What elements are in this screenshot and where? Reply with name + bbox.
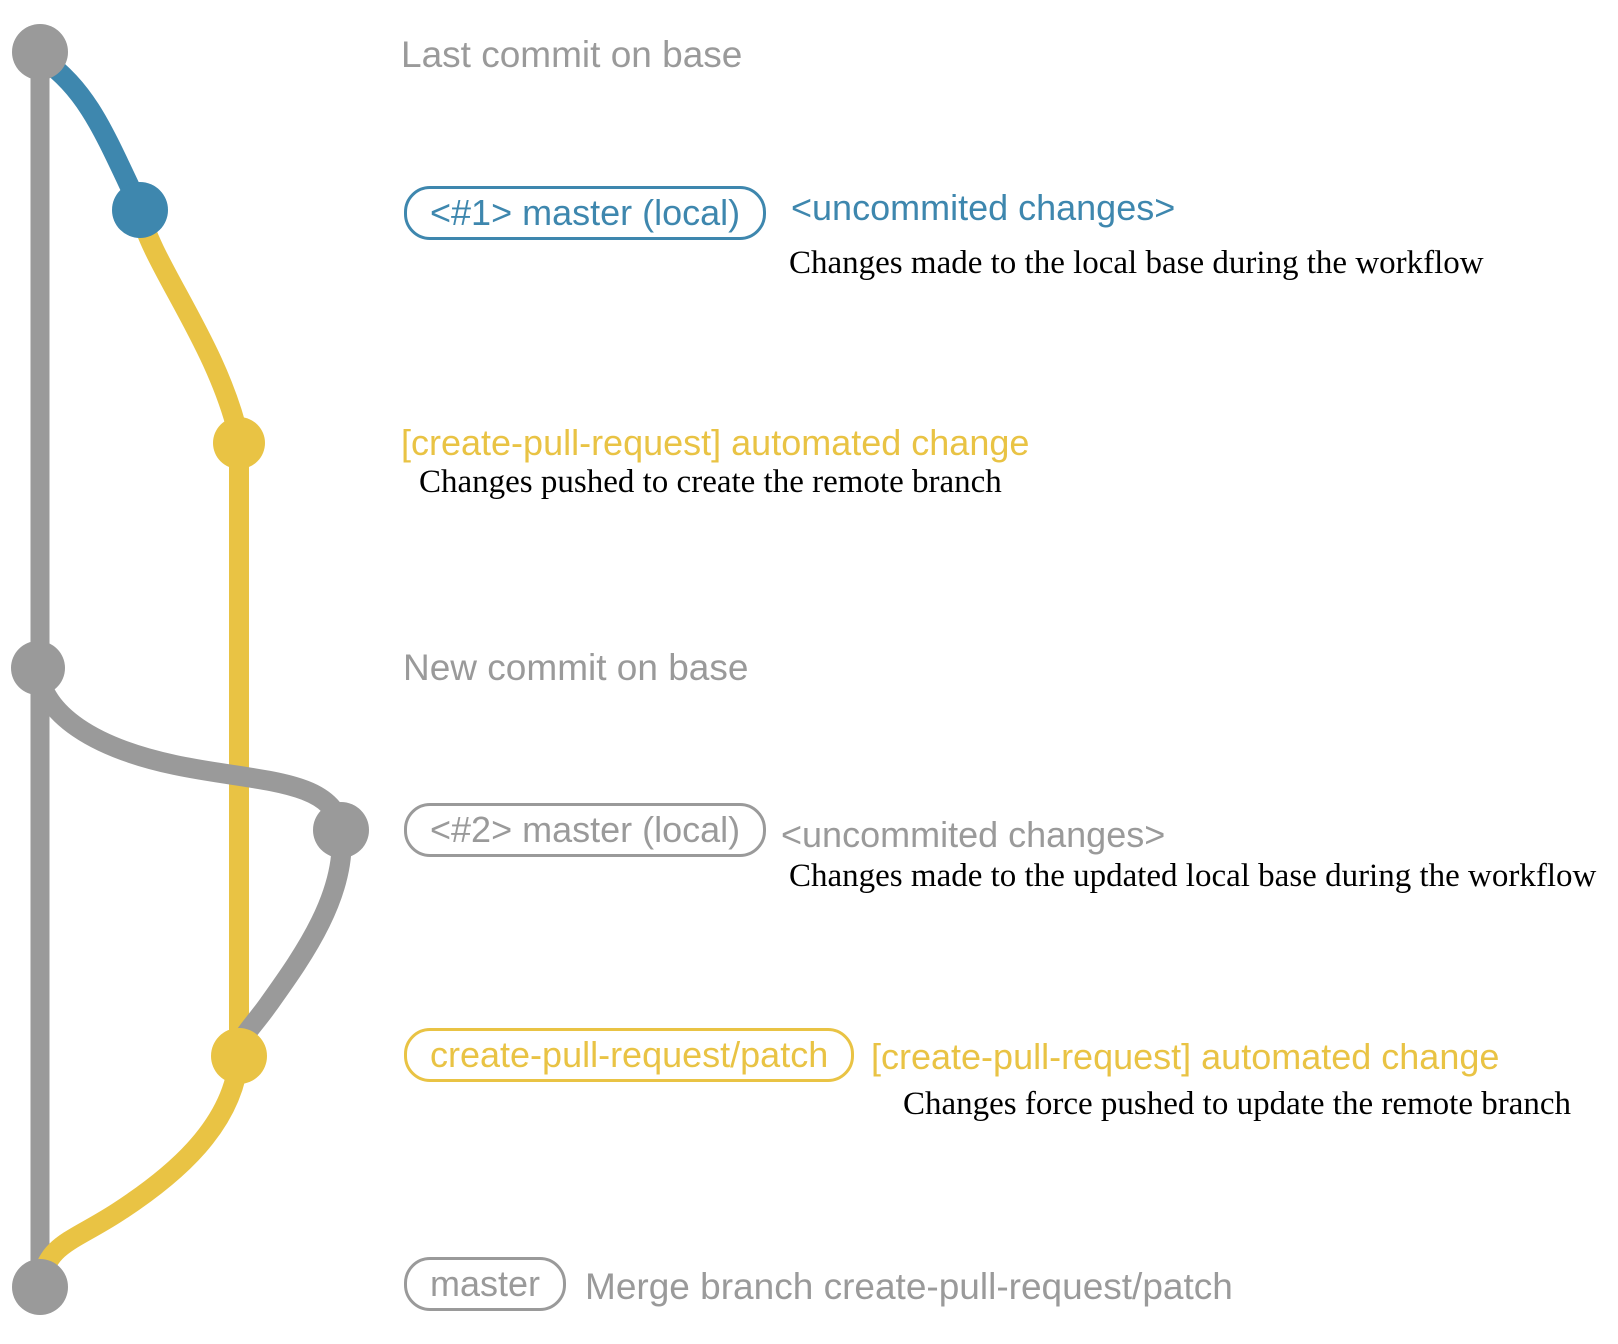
commit-dot-uncommitted-1 xyxy=(112,182,168,238)
new-commit-label: New commit on base xyxy=(403,647,749,688)
base-update-branch-curve xyxy=(28,666,351,831)
commit-dot-automated-2 xyxy=(211,1028,267,1084)
last-commit-label: Last commit on base xyxy=(401,34,743,75)
automated-change-1-label: [create-pull-request] automated change xyxy=(401,422,1030,463)
automated-change-1-desc: Changes pushed to create the remote bran… xyxy=(419,464,1002,500)
commit-dot-automated-1 xyxy=(213,417,265,469)
badge-master-local-1: <#1> master (local) xyxy=(404,186,767,240)
badge-master: master xyxy=(404,1257,567,1311)
commit-dot-uncommitted-2 xyxy=(313,802,369,858)
uncommitted-changes-1-desc: Changes made to the local base during th… xyxy=(789,245,1484,281)
commit-graph xyxy=(11,24,369,1315)
automated-change-2-label: [create-pull-request] automated change xyxy=(871,1036,1500,1077)
uncommitted-changes-2-desc: Changes made to the updated local base d… xyxy=(789,858,1597,894)
patch-merge-curve xyxy=(31,1054,249,1287)
commit-dot-merge xyxy=(12,1259,68,1315)
patch-branch-line xyxy=(130,209,249,1058)
local-master-branch-curve xyxy=(35,49,148,209)
badge-patch-branch: create-pull-request/patch xyxy=(404,1028,855,1082)
badge-master-local-2: <#2> master (local) xyxy=(404,803,767,857)
automated-change-2-desc: Changes force pushed to update the remot… xyxy=(903,1086,1572,1122)
uncommitted-changes-1-label: <uncommited changes> xyxy=(791,187,1176,228)
merge-commit-label: Merge branch create-pull-request/patch xyxy=(585,1266,1233,1307)
commit-dot-last-base xyxy=(12,24,68,80)
rebase-merge-curve xyxy=(229,828,352,1057)
uncommitted-changes-2-label: <uncommited changes> xyxy=(781,814,1166,855)
commit-dot-new-base xyxy=(11,641,65,695)
